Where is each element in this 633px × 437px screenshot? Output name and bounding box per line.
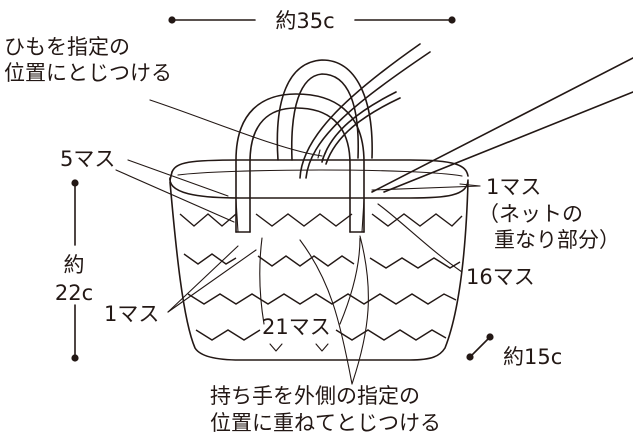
one-square-left-label: 1マス <box>104 302 159 326</box>
height-dimension: 約 22c <box>55 179 93 362</box>
leader-lines <box>115 99 481 385</box>
sixteen-squares-label: 16マス <box>466 265 535 289</box>
five-squares-label: 5マス <box>60 147 115 171</box>
handle-instruction-line2: 位置に重ねてとじつける <box>210 411 441 435</box>
twenty-one-squares-label: 21マス <box>262 315 331 339</box>
square-count-tick-left <box>269 343 283 352</box>
tie-instruction-line2: 位置にとじつける <box>4 61 172 85</box>
front-handle <box>235 93 365 233</box>
handle-instruction-line1: 持ち手を外側の指定の <box>210 384 420 408</box>
height-label-line2: 22c <box>55 281 93 305</box>
zigzag-pattern <box>179 213 463 352</box>
square-count-tick-right <box>315 343 329 352</box>
one-square-right-label: 1マス <box>486 175 541 199</box>
back-handle <box>276 59 373 161</box>
tie-cords <box>299 43 633 193</box>
net-overlap-line1: （ネットの <box>478 202 583 226</box>
tie-instruction-line1: ひもを指定の <box>4 35 130 59</box>
depth-label: 約15c <box>503 345 562 369</box>
height-label-line1: 約 <box>64 253 85 277</box>
width-label: 約35c <box>275 9 334 33</box>
width-dimension: 約35c <box>168 9 456 33</box>
net-overlap-line2: 重なり部分） <box>494 228 620 252</box>
depth-dimension: 約15c <box>466 333 562 369</box>
